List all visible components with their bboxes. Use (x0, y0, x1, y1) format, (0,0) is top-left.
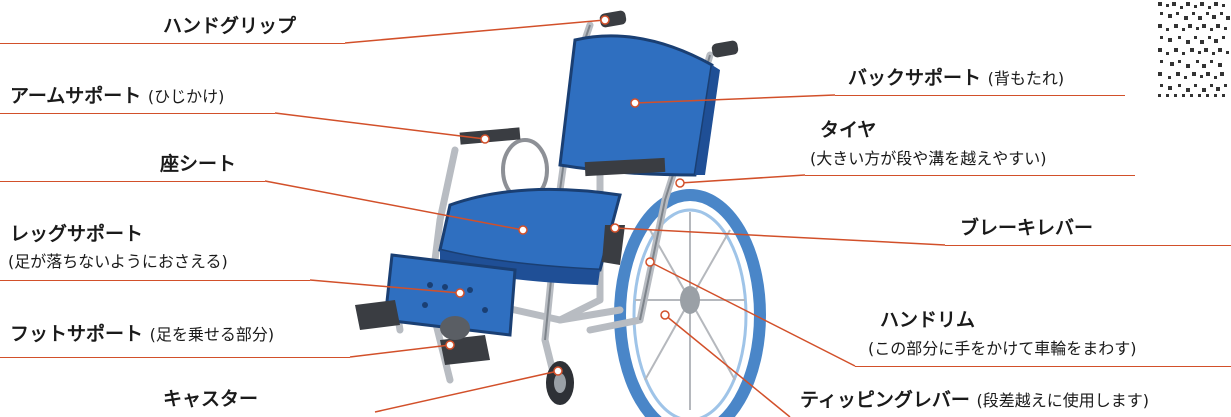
pointer-back-support (631, 99, 639, 107)
label-arm-support: アームサポート (ひじかけ) (10, 84, 224, 109)
leader-hand-grip (345, 20, 605, 43)
pointer-foot-support (446, 341, 454, 349)
leader-caster (375, 371, 558, 412)
label-tire-note: (大きい方が段や溝を越えやすい) (810, 148, 1047, 170)
label-hand-grip: ハンドグリップ (163, 14, 296, 38)
label-caster: キャスター (163, 387, 258, 411)
leader-leg-support (310, 280, 460, 293)
leader-arm-support (275, 113, 485, 139)
label-back-support: バックサポート (背もたれ) (848, 66, 1064, 91)
pointer-seat (519, 226, 527, 234)
underline-arm-support (0, 113, 275, 114)
label-hand-rim-note: (この部分に手をかけて車輪をまわす) (868, 338, 1137, 360)
label-foot-support: フットサポート (足を乗せる部分) (10, 322, 274, 347)
leader-foot-support (350, 345, 450, 357)
label-arm-support-note: (ひじかけ) (148, 87, 225, 106)
underline-leg-support (0, 280, 310, 281)
pointer-hand-rim (646, 258, 654, 266)
pointer-arm-support (481, 135, 489, 143)
underline-hand-grip (0, 43, 345, 44)
label-tipping-lever-name: ティッピングレバー (800, 389, 970, 411)
underline-tire (805, 175, 1135, 176)
leader-tire (680, 175, 805, 183)
qr-code-icon (1156, 0, 1231, 100)
label-tipping-lever: ティッピングレバー (段差越えに使用します) (800, 388, 1149, 413)
leader-tipping-lever (665, 315, 790, 417)
label-seat: 座シート (160, 152, 236, 176)
label-brake-lever: ブレーキレバー (960, 216, 1093, 240)
leader-hand-rim (650, 262, 855, 366)
label-hand-rim: ハンドリム (880, 308, 975, 332)
label-back-support-note: (背もたれ) (988, 69, 1065, 88)
label-foot-support-note: (足を乗せる部分) (150, 325, 275, 344)
pointer-leg-support (456, 289, 464, 297)
pointer-brake-lever (611, 224, 619, 232)
label-back-support-name: バックサポート (848, 67, 981, 89)
leader-brake-lever (615, 228, 945, 245)
label-arm-support-name: アームサポート (10, 85, 141, 107)
pointer-tire (676, 179, 684, 187)
underline-seat (0, 181, 265, 182)
underline-hand-rim (855, 366, 1231, 367)
underline-back-support (835, 95, 1125, 96)
leader-seat (265, 181, 523, 230)
underline-brake-lever (945, 245, 1231, 246)
pointer-hand-grip (601, 16, 609, 24)
label-leg-support: レッグサポート (10, 222, 143, 246)
label-tire: タイヤ (820, 118, 876, 142)
label-tipping-lever-note: (段差越えに使用します) (977, 391, 1150, 410)
label-leg-support-note: (足が落ちないようにおさえる) (8, 251, 228, 273)
label-foot-support-name: フットサポート (10, 323, 143, 345)
pointer-caster (554, 367, 562, 375)
leader-back-support (635, 95, 835, 103)
underline-foot-support (0, 357, 350, 358)
pointer-tipping-lever (661, 311, 669, 319)
